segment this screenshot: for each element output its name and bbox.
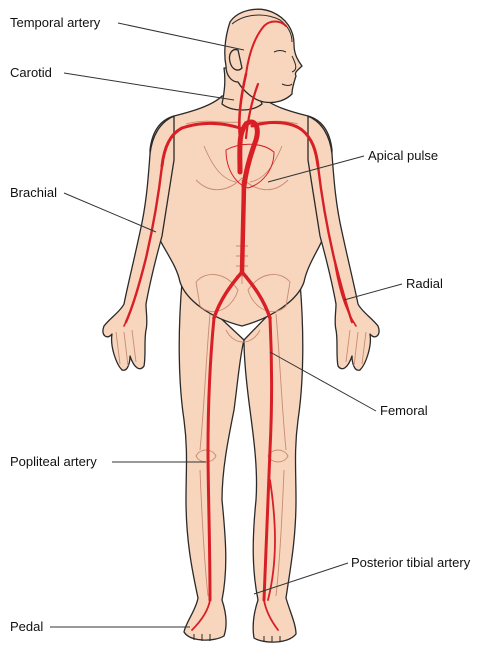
carotid-leader — [64, 73, 234, 100]
pedal-label: Pedal — [10, 619, 43, 634]
temporal-artery-label: Temporal artery — [10, 15, 101, 30]
posterior-tibial-artery-label: Posterior tibial artery — [351, 555, 471, 570]
brachial-label: Brachial — [10, 185, 57, 200]
apical-pulse-label: Apical pulse — [368, 148, 438, 163]
radial-label: Radial — [406, 276, 443, 291]
brachial-leader — [64, 193, 156, 232]
abdominal-aorta-vessel — [242, 186, 244, 272]
femoral-label: Femoral — [380, 403, 428, 418]
temporal-artery-leader — [118, 23, 244, 50]
carotid-label: Carotid — [10, 65, 52, 80]
popliteal-artery-label: Popliteal artery — [10, 454, 97, 469]
